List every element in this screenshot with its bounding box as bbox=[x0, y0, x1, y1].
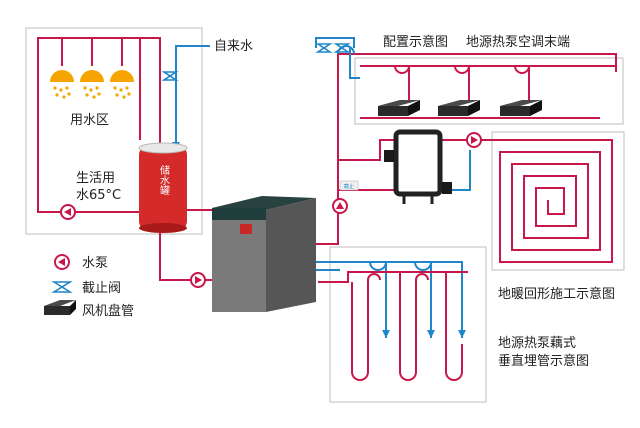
domestic-water-label: 生活用 bbox=[76, 171, 115, 186]
valve-icon bbox=[161, 43, 351, 81]
svg-text:截止: 截止 bbox=[344, 183, 354, 190]
config-diagram-label: 配置示意图 bbox=[383, 34, 448, 50]
hvac-terminal-loop bbox=[360, 65, 616, 119]
pump-icon bbox=[190, 272, 206, 288]
legend: 水泵 截止阀 风机盘管 bbox=[44, 254, 134, 319]
borehole-label-line2: 垂直埋管示意图 bbox=[498, 353, 589, 369]
fan-coil-icon bbox=[44, 300, 76, 306]
svg-text:水泵: 水泵 bbox=[82, 256, 108, 271]
valve-icon bbox=[51, 281, 73, 293]
floor-heating-label: 地暖回形施工示意图 bbox=[498, 286, 615, 302]
heat-pump-unit bbox=[212, 196, 316, 312]
floor-heating-coil bbox=[490, 139, 613, 263]
borehole-label-line1: 地源热泵藕式 bbox=[498, 336, 576, 351]
svg-text:截止阀: 截止阀 bbox=[82, 281, 121, 296]
fan-coil-icon bbox=[378, 100, 542, 116]
pump-icon bbox=[466, 132, 482, 148]
water-use-area-label: 用水区 bbox=[70, 113, 109, 128]
svg-text:风机盘管: 风机盘管 bbox=[82, 303, 134, 319]
shower-icon bbox=[50, 70, 134, 99]
legend-item-pump: 水泵 bbox=[54, 254, 108, 271]
floor-heating-return bbox=[452, 150, 471, 191]
pump-icon bbox=[60, 204, 76, 220]
tap-water-label: 自来水 bbox=[214, 39, 253, 54]
borehole-supply bbox=[316, 261, 466, 338]
small-tag: 截止 bbox=[339, 180, 359, 191]
floor-heating-box bbox=[491, 131, 625, 271]
pump-icon bbox=[332, 198, 348, 214]
borehole-return bbox=[318, 271, 468, 381]
storage-tank-label: 储水罐 bbox=[158, 164, 170, 196]
legend-item-valve: 截止阀 bbox=[51, 281, 121, 296]
legend-item-fan-coil: 风机盘管 bbox=[44, 300, 134, 319]
storage-tank bbox=[138, 142, 188, 233]
hvac-terminal-label: 地源热泵空调末端 bbox=[466, 35, 570, 50]
separator-tank bbox=[384, 129, 452, 204]
domestic-water-temp-label: 水65°C bbox=[76, 188, 121, 203]
